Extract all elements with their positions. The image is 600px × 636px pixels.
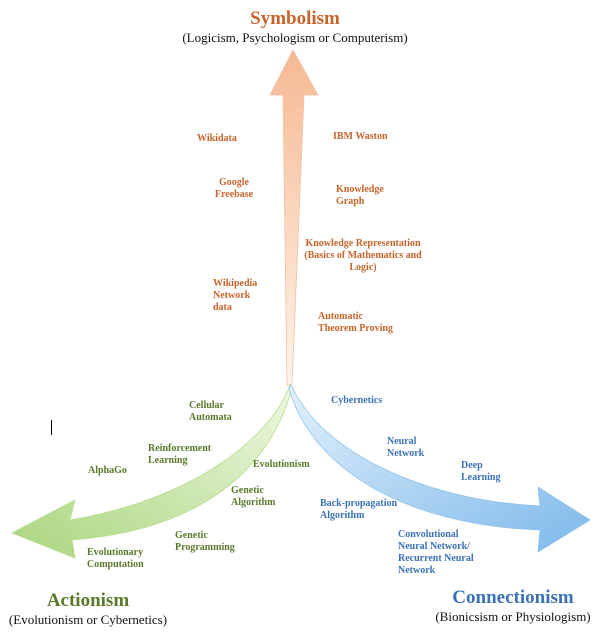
connectionism-arrow — [288, 384, 591, 553]
actionism-title: Actionism — [46, 590, 130, 611]
symbolism-subtitle: (Logicism, Psychologism or Computerism) — [182, 30, 408, 45]
connectionism-title: Connectionism — [452, 587, 574, 608]
label-evolutionary-computation: Evolutionary Computation — [87, 547, 144, 570]
text-cursor — [51, 420, 52, 435]
label-cellular-automata: Cellular Automata — [189, 400, 232, 423]
label-google-freebase: Google Freebase — [214, 177, 254, 200]
label-wikipedia-network-data: Wikipedia Network data — [213, 278, 258, 313]
label-alphago: AlphaGo — [88, 465, 127, 476]
label-genetic-algorithm: Genetic Algorithm — [231, 485, 276, 508]
label-knowledge-representation: Knowledge Representation (Basics of Math… — [304, 238, 422, 273]
symbolism-heading: Symbolism (Logicism, Psychologism or Com… — [160, 8, 430, 45]
label-wikidata: Wikidata — [197, 133, 237, 144]
symbolism-title: Symbolism — [250, 8, 340, 29]
connectionism-subtitle: (Bionicsism or Physiologism) — [435, 609, 591, 624]
symbolism-arrow — [269, 49, 319, 386]
label-automatic-theorem-proving: Automatic Theorem Proving — [318, 311, 393, 334]
label-cybernetics: Cybernetics — [331, 395, 383, 406]
label-ibm-watson: IBM Waston — [333, 131, 388, 142]
actionism-heading: Actionism (Evolutionism or Cybernetics) — [0, 590, 176, 627]
label-back-propagation: Back-propagation Algorithm — [320, 498, 398, 521]
label-cnn-rnn: Convolutional Neural Network/ Recurrent … — [398, 529, 474, 576]
actionism-arrow — [11, 384, 293, 559]
actionism-subtitle: (Evolutionism or Cybernetics) — [8, 612, 168, 627]
label-knowledge-graph: Knowledge Graph — [336, 184, 384, 207]
label-neural-network: Neural Network — [387, 436, 425, 459]
label-deep-learning: Deep Learning — [461, 460, 501, 483]
label-evolutionism: Evolutionism — [253, 459, 310, 470]
label-reinforcement-learning: Reinforcement Learning — [148, 443, 212, 466]
label-genetic-programming: Genetic Programming — [175, 530, 235, 553]
connectionism-heading: Connectionism (Bionicsism or Physiologis… — [428, 587, 598, 624]
